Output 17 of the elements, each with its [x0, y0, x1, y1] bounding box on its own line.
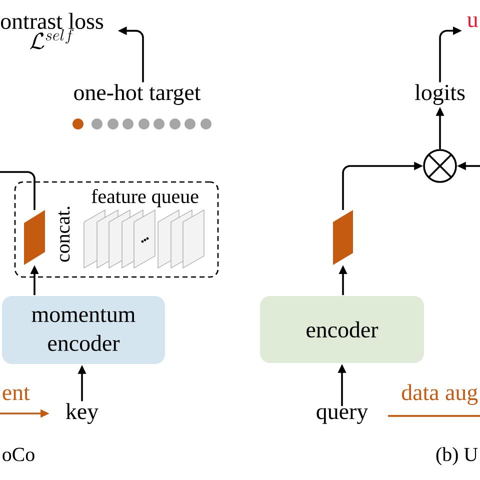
loss-label: ontrast loss $\mathcal{L}^{self}$ — [1, 12, 104, 50]
connector-line — [388, 415, 480, 417]
text-label: u — [467, 16, 478, 28]
edge-label: ent — [2, 387, 30, 400]
encoder-box: momentum encoder — [2, 296, 165, 364]
feature-vector — [333, 210, 353, 265]
panel-caption: oCo — [2, 448, 34, 462]
connector-line — [0, 171, 36, 210]
target-label: one-hot target — [74, 84, 201, 105]
edge-label: data aug — [402, 384, 478, 405]
output-label: logits — [415, 84, 465, 105]
encoder-box: encoder — [260, 296, 424, 363]
panel-caption: (b) U — [436, 447, 478, 466]
side-label: concat. — [58, 206, 70, 262]
multiply-circle — [423, 149, 457, 183]
input-label: key — [66, 403, 98, 424]
input-label: query — [316, 408, 368, 424]
